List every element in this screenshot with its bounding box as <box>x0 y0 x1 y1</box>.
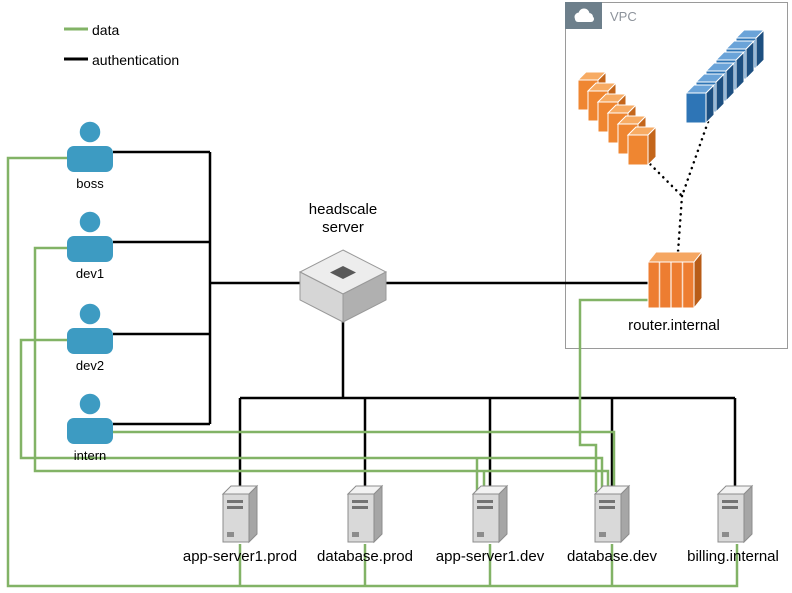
headscale-label-line1: headscale <box>308 201 378 218</box>
router-label: router.internal <box>628 317 720 334</box>
user-label-boss: boss <box>76 176 104 191</box>
server-label-app-server1-prod: app-server1.prod <box>182 548 298 565</box>
headscale-label-line2: server <box>322 219 364 236</box>
instance-stack-orange-icon <box>577 71 657 166</box>
instance-stack-blue-icon <box>685 29 765 124</box>
vpc-dotted-links <box>644 120 710 254</box>
user-label-intern: intern <box>73 448 107 463</box>
server-icon-app-server1-dev <box>472 485 508 543</box>
data-connection-lines <box>6 156 739 588</box>
server-label-billing-internal: billing.internal <box>687 548 779 565</box>
user-label-dev2: dev2 <box>75 358 105 373</box>
user-icon-dev2 <box>65 301 115 356</box>
legend-data-label: data <box>92 22 120 38</box>
server-icon-app-server1-prod <box>222 485 258 543</box>
vpc-cloud-icon <box>574 8 594 22</box>
user-icon-dev1 <box>65 209 115 264</box>
server-icon-billing-internal <box>717 485 753 543</box>
vpc-header-square <box>565 2 602 29</box>
user-icon-intern <box>65 391 115 446</box>
headscale-cube-icon <box>298 249 388 323</box>
user-label-dev1: dev1 <box>75 266 105 281</box>
vpc-label: VPC <box>610 9 637 24</box>
user-icon-boss <box>65 119 115 174</box>
server-label-database-dev: database.dev <box>566 548 658 565</box>
server-label-database-prod: database.prod <box>317 548 413 565</box>
server-icon-database-dev <box>594 485 630 543</box>
server-label-app-server1-dev: app-server1.dev <box>435 548 545 565</box>
router-icon <box>646 250 704 310</box>
authentication-connection-lines <box>113 150 737 488</box>
vpc-boundary-box: VPC <box>565 2 788 349</box>
legend-authentication-label: authentication <box>92 52 180 68</box>
server-icon-database-prod <box>347 485 383 543</box>
